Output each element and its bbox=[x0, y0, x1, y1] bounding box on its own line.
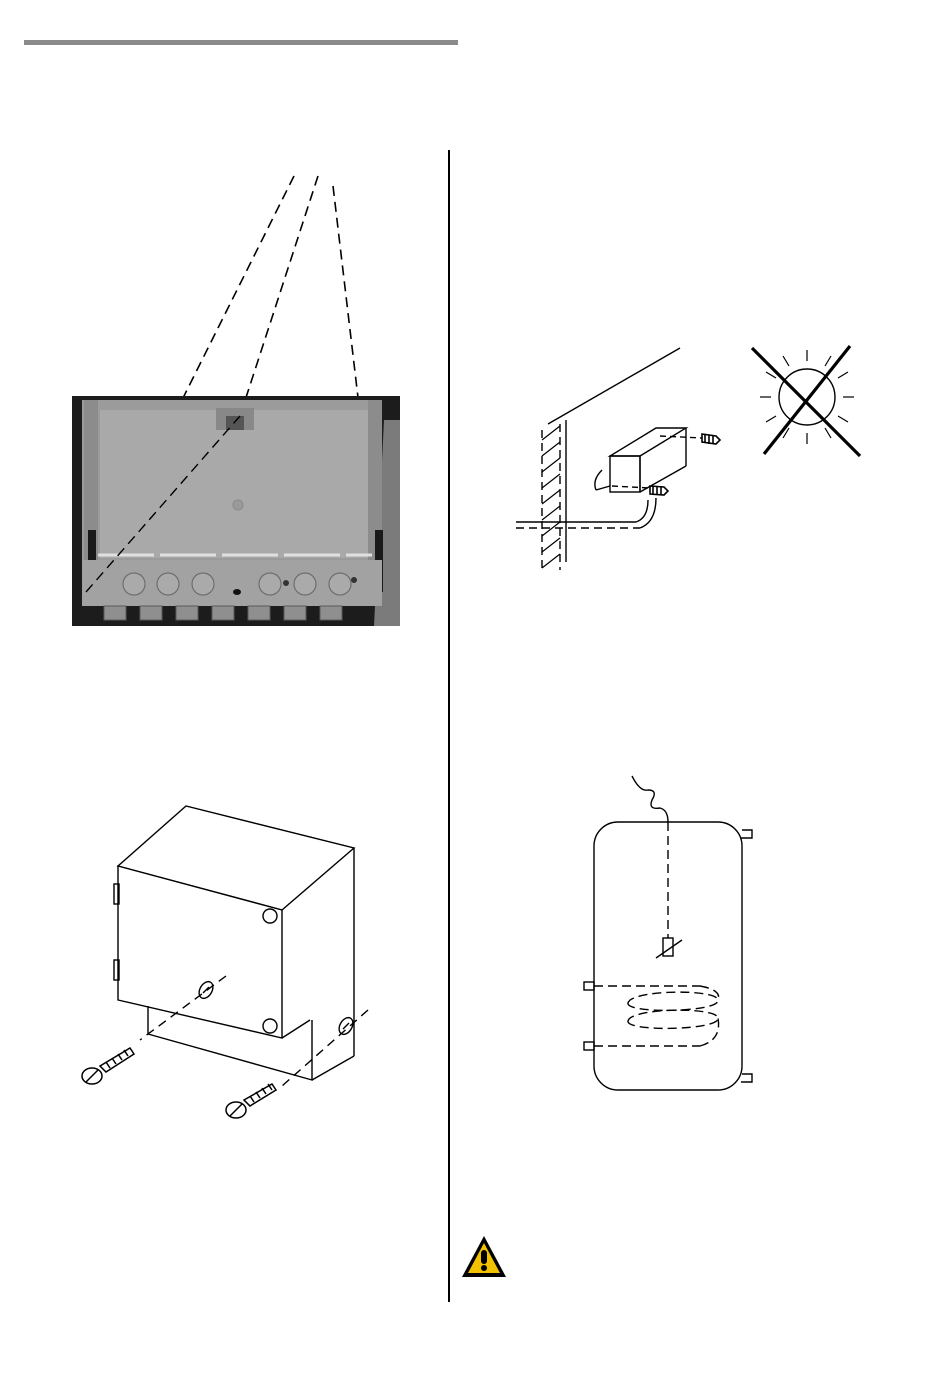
warning-icon bbox=[460, 1234, 508, 1280]
housing-screw-mounting-diagram bbox=[82, 806, 368, 1118]
controller-base-photo bbox=[72, 396, 400, 626]
storage-tank-sensor-diagram bbox=[584, 776, 752, 1090]
no-direct-sunlight-symbol bbox=[752, 346, 860, 456]
sensor-wall-mounting-diagram bbox=[516, 348, 720, 570]
